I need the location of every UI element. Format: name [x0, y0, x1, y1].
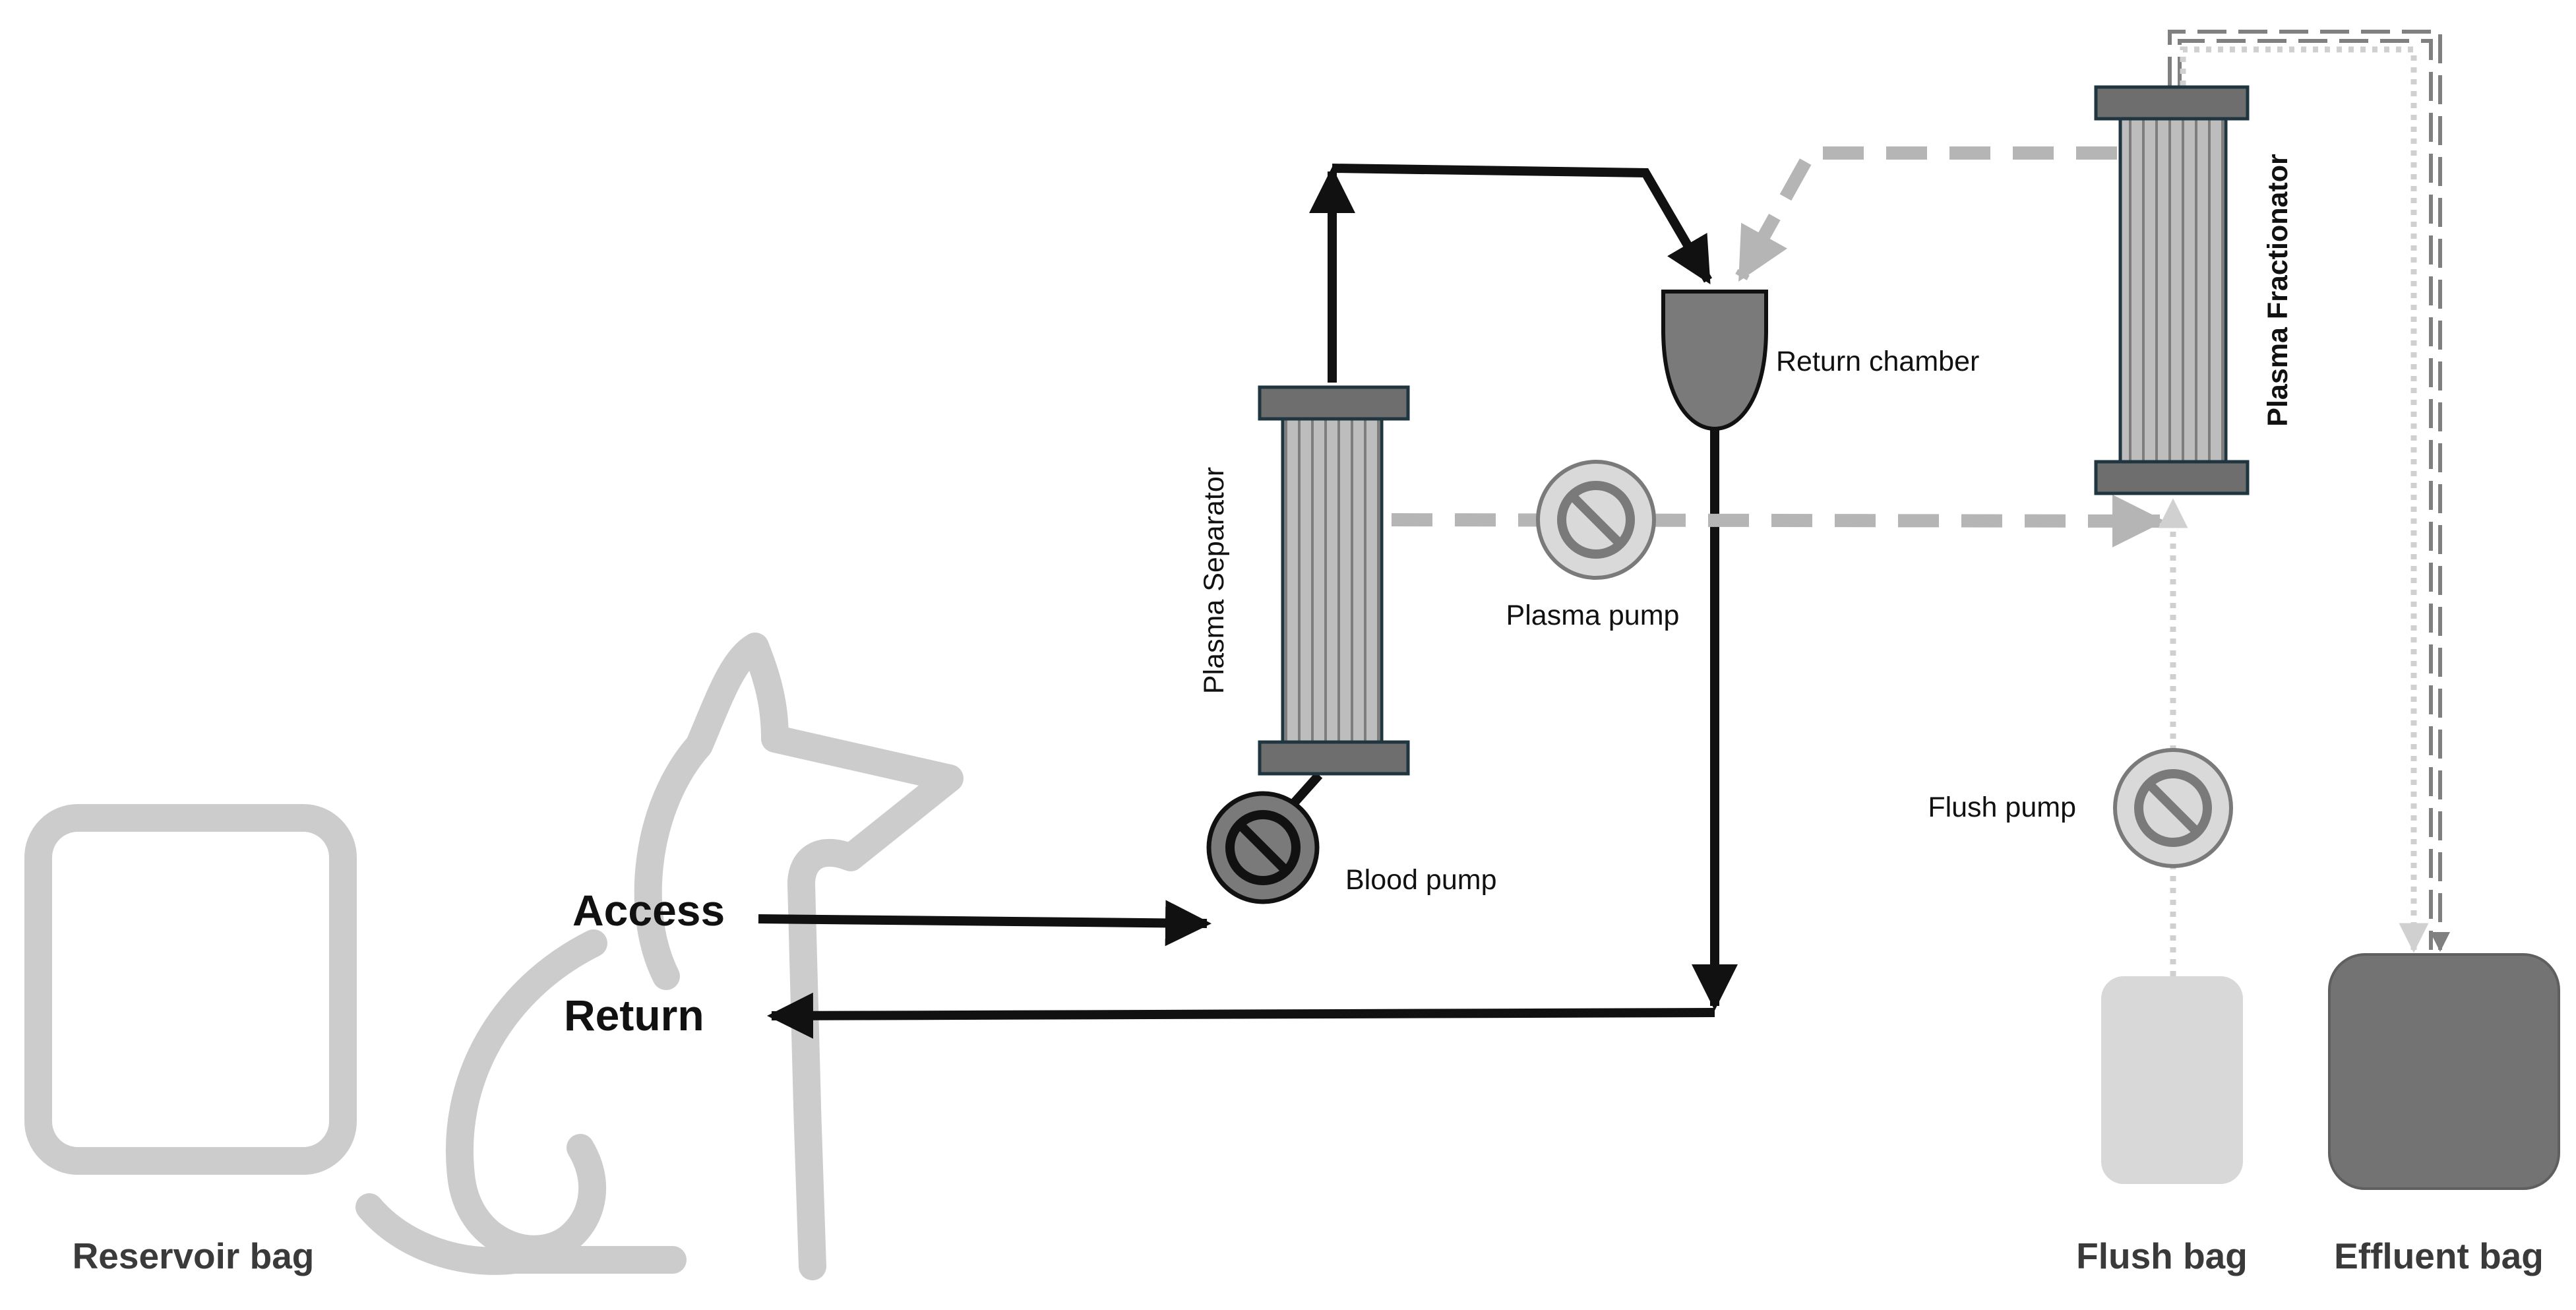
plasma-separator-bottom-cap [1258, 740, 1410, 776]
reservoir-bag [24, 804, 357, 1175]
effluent-line [2168, 30, 2450, 952]
flush-bag-label: Flush bag [2076, 1235, 2248, 1276]
effluent-bag-label: Effluent bag [2334, 1235, 2544, 1276]
flush-line-to-effluent [2180, 46, 2429, 953]
plasma-pump-label: Plasma pump [1506, 600, 1680, 631]
top-to-chamber-line [1332, 164, 1713, 285]
fractionator-to-chamber-line [1735, 146, 2117, 282]
flush-bag [2101, 976, 2243, 1184]
plasma-separator-top-cap [1258, 385, 1410, 421]
flush-pump [2113, 748, 2233, 868]
plasma-line-to-fractionator [1391, 494, 2165, 547]
effluent-bag [2328, 953, 2560, 1190]
return-chamber [1661, 290, 1768, 431]
plasma-fractionator-label: Plasma Fractionator [2262, 154, 2294, 427]
return-line [767, 992, 1715, 1039]
plasma-fractionator-body [2118, 113, 2228, 467]
plasma-separator-body [1281, 404, 1384, 744]
return-label: Return [564, 991, 704, 1040]
blood-pump [1206, 791, 1320, 904]
flush-pump-label: Flush pump [1928, 792, 2076, 823]
access-label: Access [572, 886, 725, 935]
plasma-separator-label: Plasma Separator [1198, 467, 1230, 694]
return-chamber-label: Return chamber [1776, 346, 1979, 377]
reservoir-bag-label: Reservoir bag [73, 1235, 315, 1276]
plasma-fractionator-top-cap [2094, 85, 2250, 121]
plasma-fractionator [2094, 85, 2250, 495]
plasma-pump [1536, 460, 1656, 580]
dog-outline-icon [355, 633, 964, 1280]
plasma-separator [1258, 385, 1410, 776]
access-line [758, 900, 1211, 947]
plasma-fractionator-bottom-cap [2094, 460, 2250, 495]
blood-pump-label: Blood pump [1345, 864, 1497, 896]
